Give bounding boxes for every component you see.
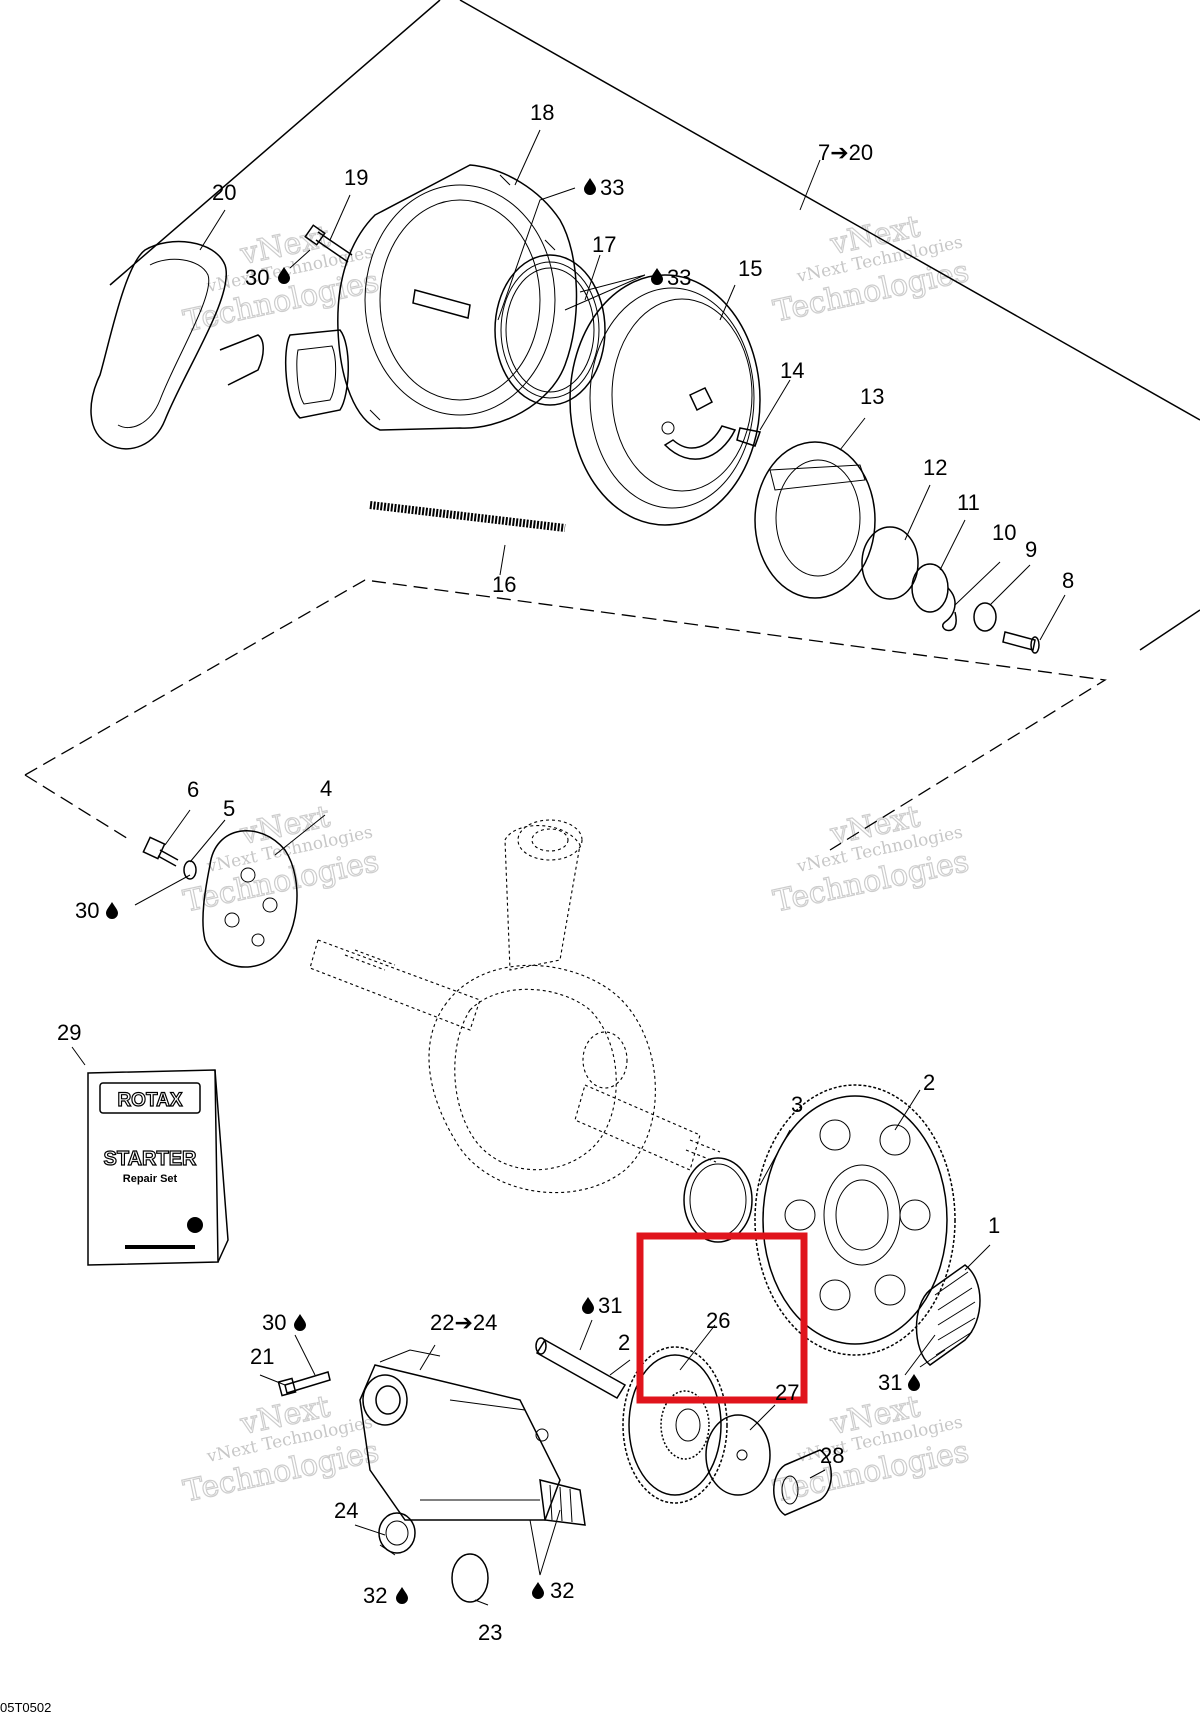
bushing [773, 1449, 832, 1516]
o-ring [451, 1553, 489, 1603]
lower-boundary-dashed-left [24, 774, 131, 841]
oil-seal-inner [385, 1520, 409, 1546]
needle-bearing [915, 1264, 981, 1366]
shaft-pin [535, 1337, 627, 1400]
rope-guide [284, 329, 349, 419]
upper-boundary-tail [1139, 609, 1200, 651]
label-part-32-a: 32 [363, 1583, 387, 1608]
oil-drop-icon [651, 268, 663, 285]
ratchet [754, 441, 876, 599]
oil-drop-icon [532, 1582, 544, 1599]
trigger-wheel [202, 829, 298, 968]
label-part-8: 8 [1062, 568, 1074, 593]
booklet-title: STARTER [104, 1148, 198, 1170]
starter-motor [359, 1349, 586, 1526]
booklet-footer-mark [125, 1245, 195, 1249]
rope-pulley [569, 274, 761, 526]
screw-21 [277, 1371, 331, 1397]
lower-boundary-dashed [24, 579, 1107, 851]
label-part-2: 2 [923, 1070, 935, 1095]
oil-seal [378, 1512, 416, 1554]
label-part-24: 24 [334, 1498, 358, 1523]
label-part-5: 5 [223, 796, 235, 821]
label-part-10: 10 [992, 520, 1016, 545]
label-part-33-b: 33 [667, 265, 691, 290]
oil-drop-icon [106, 902, 118, 919]
booklet-brand: ROTAX [117, 1090, 182, 1111]
highlight-box-part-26 [636, 1232, 808, 1404]
booklet-seal [187, 1217, 203, 1233]
label-part-16: 16 [492, 572, 516, 597]
label-part-11: 11 [957, 490, 980, 515]
label-part-15: 15 [738, 256, 762, 281]
friction-plate [861, 526, 919, 600]
label-part-30-c: 30 [262, 1310, 286, 1335]
label-part-12: 12 [923, 455, 947, 480]
label-part-1: 1 [988, 1213, 1000, 1238]
bolt-19 [304, 224, 353, 263]
label-part-4: 4 [320, 776, 332, 801]
label-part-13: 13 [860, 384, 884, 409]
label-part-19: 19 [344, 165, 368, 190]
figure-code: 05T0502 [0, 1700, 51, 1715]
starter-handle [90, 240, 264, 450]
booklet-subtitle: Repair Set [123, 1173, 178, 1185]
label-part-31-b: 31 [878, 1370, 902, 1395]
label-part-25: 2 [618, 1330, 630, 1355]
oil-drop-icon [294, 1314, 306, 1331]
crankshaft [309, 819, 721, 1194]
label-part-31-a: 31 [598, 1293, 622, 1318]
label-part-26: 26 [706, 1308, 730, 1333]
label-part-33-a: 33 [600, 175, 624, 200]
recoil-spring [494, 254, 606, 406]
seal-ring [683, 1157, 753, 1243]
bolt-6 [142, 836, 179, 867]
label-part-3: 3 [791, 1092, 803, 1117]
label-part-28: 28 [820, 1443, 844, 1468]
thrust-washer-hole [736, 1449, 748, 1461]
label-part-29: 29 [57, 1020, 81, 1045]
label-part-14: 14 [780, 358, 804, 383]
intermediate-gear [622, 1346, 728, 1504]
label-part-32-b: 32 [550, 1578, 574, 1603]
spacer [911, 563, 949, 613]
label-part-22-24: 22➔24 [430, 1310, 497, 1335]
label-part-20: 20 [212, 180, 236, 205]
pawl [736, 427, 761, 447]
label-part-18: 18 [530, 100, 554, 125]
label-part-21: 21 [250, 1344, 274, 1369]
label-part-6: 6 [187, 777, 199, 802]
seal-ring-inner [689, 1163, 747, 1237]
starter-housing [337, 164, 578, 431]
oil-drop-icon [584, 178, 596, 195]
oil-drop-icon [582, 1297, 594, 1314]
label-part-27: 27 [775, 1380, 799, 1405]
part-labels: 20 19 30 18 33 17 33 15 7➔20 14 13 12 11… [0, 100, 1074, 1715]
bolt-8 [1002, 631, 1040, 654]
upper-boundary-line [109, 0, 441, 286]
starter-rope [369, 501, 566, 532]
label-part-17: 17 [592, 232, 616, 257]
label-part-9: 9 [1025, 537, 1037, 562]
label-part-23: 23 [478, 1620, 502, 1645]
thrust-washer [705, 1414, 771, 1496]
spring-clip [942, 587, 957, 632]
upper-boundary-line-right [459, 0, 1200, 421]
label-part-7-20: 7➔20 [818, 140, 873, 165]
label-part-30-b: 30 [75, 898, 99, 923]
label-part-30-a: 30 [245, 265, 269, 290]
leader-lines [71, 129, 1066, 1606]
repair-manual-booklet: ROTAX STARTER Repair Set [87, 1069, 229, 1266]
washer [973, 602, 997, 632]
washer-5 [183, 860, 197, 880]
oil-drop-icon [396, 1587, 408, 1604]
oil-drop-icon [908, 1374, 920, 1391]
starter-gear [754, 1084, 956, 1356]
